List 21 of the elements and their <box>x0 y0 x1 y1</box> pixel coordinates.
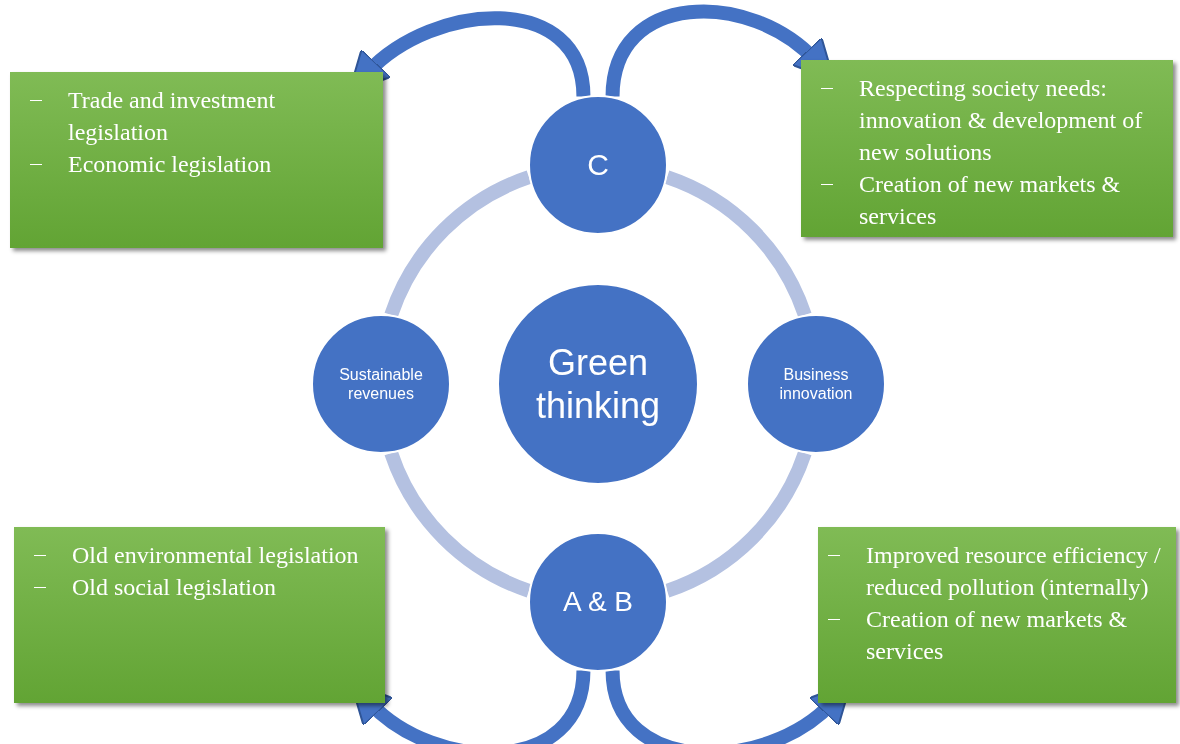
bullet-text: Trade and investment legislation <box>68 86 277 147</box>
ring-segment <box>664 170 812 318</box>
node-label: C <box>586 147 610 183</box>
bullet-text: Respecting society needs: innovation & development of new solutions <box>859 74 1144 167</box>
bullet-text: Old environmental legislation <box>72 541 360 570</box>
text-box <box>801 60 1173 237</box>
ring-segment <box>384 450 532 598</box>
bullet-text: Improved resource efficiency / reduced pollution (internally) <box>866 541 1162 602</box>
bullet-text: Old social legislation <box>72 573 277 602</box>
bullet-text: Creation of new markets & services <box>859 170 1122 231</box>
node-label: Business innovation <box>778 364 854 404</box>
text-box <box>14 527 385 703</box>
bullet-text: Creation of new markets & services <box>866 605 1129 666</box>
node-label: Sustainable revenues <box>338 364 424 404</box>
node-label: Green thinking <box>534 340 662 428</box>
node-label: A & B <box>561 585 634 619</box>
text-box <box>10 72 383 248</box>
ring-segment <box>664 450 812 598</box>
text-box <box>818 527 1176 703</box>
bullet-text: Economic legislation <box>68 150 273 179</box>
ring-segment <box>384 170 532 318</box>
